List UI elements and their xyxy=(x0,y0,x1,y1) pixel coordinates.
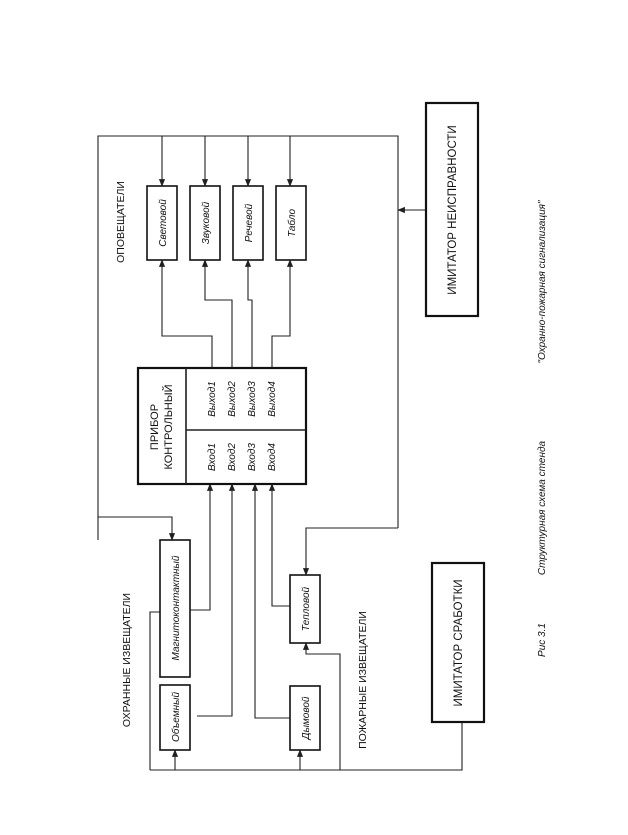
control-device: ПРИБОР КОНТРОЛЬНЫЙ Вход1 Вход2 Вход3 Вхо… xyxy=(136,366,308,486)
notifier-zvukovoy-label: Звуковой xyxy=(201,201,212,244)
notifier-tablo-box xyxy=(275,185,307,261)
wire-magneto-bottom xyxy=(149,611,160,770)
connection-lines xyxy=(97,135,463,771)
input-2-label: Вход2 xyxy=(227,443,238,471)
output-2-label: Выход2 xyxy=(227,381,238,417)
detector-teplovoy-box xyxy=(289,574,321,644)
wire-right-bus-teplovoy xyxy=(302,527,398,576)
detector-dymovoy-label: Дымовой xyxy=(301,696,312,740)
security-detectors-label: ОХРАННЫЕ ИЗВЕЩАТЕЛИ xyxy=(121,593,133,727)
notifier-tablo-label: Табло xyxy=(286,209,298,237)
wire-out2 xyxy=(201,259,233,368)
wire-in4 xyxy=(268,483,290,607)
detector-teplovoy-label: Тепловой xyxy=(301,586,312,631)
fire-detectors-label: ПОЖАРНЫЕ ИЗВЕЩАТЕЛИ xyxy=(357,611,369,749)
output-1-label: Выход1 xyxy=(207,381,218,417)
output-4-label: Выход4 xyxy=(267,381,278,417)
wire-bottom-bus xyxy=(150,722,463,771)
trigger-simulator-box xyxy=(430,561,486,724)
caption-title: "Охранно-пожарная сигнализация" xyxy=(537,200,548,364)
detector-magneto-box xyxy=(159,539,191,678)
simulators-group: ИМИТАТОР НЕИСПРАВНОСТИ ИМИТАТОР СРАБОТКИ xyxy=(424,101,486,724)
notifier-svetovoy-box xyxy=(146,185,178,261)
control-device-title-1: ПРИБОР xyxy=(149,404,161,450)
input-4-label: Вход4 xyxy=(267,443,278,471)
security-detectors-group: ОХРАННЫЕ ИЗВЕЩАТЕЛИ Объемный Магнитоконт… xyxy=(121,539,191,751)
wire-out4 xyxy=(271,259,294,368)
control-device-box xyxy=(136,366,308,486)
wire-out1 xyxy=(158,259,213,368)
trigger-simulator-label: ИМИТАТОР СРАБОТКИ xyxy=(453,579,465,706)
wire-in3 xyxy=(251,483,295,719)
detector-obemny-box xyxy=(159,684,191,751)
caption-fig-number: Рис 3.1 xyxy=(537,623,548,657)
notifier-zvukovoy-box xyxy=(189,185,221,261)
detector-magneto-label: Магнитоконтактный xyxy=(171,555,182,660)
wire-out3 xyxy=(244,259,253,368)
notifier-svetovoy-label: Световой xyxy=(158,199,169,247)
notifier-rechevoy-label: Речевой xyxy=(244,203,255,242)
notifiers-group: ОПОВЕЩАТЕЛИ Световой Звуковой Речевой Та… xyxy=(115,181,307,263)
fault-simulator-label: ИМИТАТОР НЕИСПРАВНОСТИ xyxy=(447,125,459,294)
detector-obemny-label: Объемный xyxy=(170,692,182,742)
wire-magneto-supply xyxy=(98,516,176,541)
output-3-label: Выход3 xyxy=(247,381,258,417)
input-1-label: Вход1 xyxy=(207,443,218,471)
notifiers-group-label: ОПОВЕЩАТЕЛИ xyxy=(115,181,127,263)
notifier-rechevoy-box xyxy=(232,185,264,261)
input-3-label: Вход3 xyxy=(247,443,258,471)
wire-teplovoy-bottom xyxy=(302,642,341,770)
control-device-title-2: КОНТРОЛЬНЫЙ xyxy=(162,384,175,469)
caption-text: Структурная схема стенда xyxy=(537,440,548,575)
figure-caption: Рис 3.1 Структурная схема стенда "Охранн… xyxy=(537,200,548,657)
detector-dymovoy-box xyxy=(289,685,321,751)
wire-in2 xyxy=(197,483,236,717)
fire-detectors-group: ПОЖАРНЫЕ ИЗВЕЩАТЕЛИ Дымовой Тепловой xyxy=(289,574,369,751)
fault-simulator-box xyxy=(424,101,480,318)
